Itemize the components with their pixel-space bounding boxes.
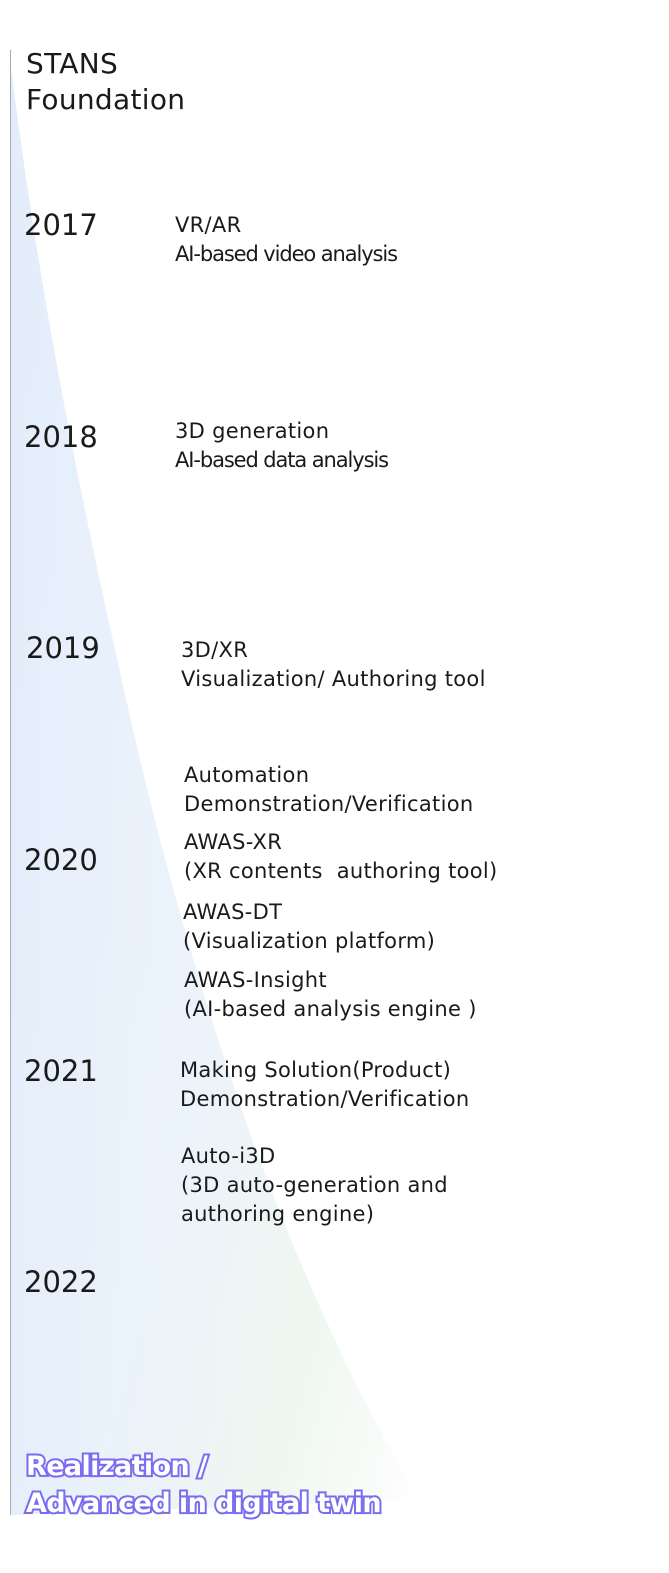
- milestone-detail: AI-based video analysis: [175, 242, 398, 266]
- year-2020: 2020: [24, 843, 98, 877]
- year-2022: 2022: [24, 1265, 98, 1299]
- milestone-detail: (AI-based analysis engine ): [184, 997, 477, 1021]
- milestone-heading: Making Solution(Product): [180, 1058, 452, 1082]
- milestone-heading: AWAS-DT: [183, 900, 283, 924]
- title-line-2: Foundation: [26, 83, 186, 116]
- milestone-detail: AI-based data analysis: [175, 448, 389, 472]
- title-line-1: STANS: [26, 47, 119, 80]
- year-2019: 2019: [26, 631, 100, 665]
- milestone-heading: 3D generation: [175, 419, 330, 443]
- milestone-3d-xr: 3D/XR Visualization/ Authoring tool: [181, 636, 486, 694]
- milestone-detail: Demonstration/Verification: [184, 792, 474, 816]
- footer-outline: Realization / Advanced in digital twin: [24, 1448, 384, 1522]
- milestone-detail: Demonstration/Verification: [180, 1087, 470, 1111]
- milestone-automation: Automation Demonstration/Verification: [184, 761, 473, 819]
- milestone-detail: Visualization/ Authoring tool: [181, 667, 486, 691]
- milestone-heading: 3D/XR: [181, 638, 249, 662]
- milestone-detail: (3D auto-generation and: [181, 1173, 448, 1197]
- milestone-3d-generation: 3D generation AI-based data analysis: [175, 417, 389, 475]
- year-2021: 2021: [24, 1054, 98, 1088]
- footer-outline-line-1: Realization /: [24, 1449, 210, 1484]
- milestone-heading: VR/AR: [175, 213, 242, 237]
- year-2018: 2018: [24, 420, 98, 454]
- page-title: STANS Foundation: [26, 46, 185, 118]
- milestone-detail: (XR contents authoring tool): [184, 859, 498, 883]
- milestone-making-solution: Making Solution(Product) Demonstration/V…: [180, 1056, 469, 1114]
- milestone-detail: (Visualization platform): [183, 929, 436, 953]
- milestone-detail: authoring engine): [181, 1202, 375, 1226]
- milestone-heading: Automation: [184, 763, 310, 787]
- footer-outline-line-2: Advanced in digital twin: [24, 1486, 384, 1521]
- milestone-awas-xr: AWAS-XR (XR contents authoring tool): [184, 828, 498, 886]
- milestone-auto-i3d: Auto-i3D (3D auto-generation and authori…: [181, 1142, 448, 1229]
- footer-tagline: Realization / Advanced in digital twin R…: [24, 1448, 384, 1522]
- timeline-axis: [10, 50, 11, 1515]
- milestone-heading: Auto-i3D: [181, 1144, 276, 1168]
- milestone-heading: AWAS-XR: [184, 830, 283, 854]
- year-2017: 2017: [24, 208, 98, 242]
- footer-line-1: Realization /: [26, 1451, 208, 1482]
- milestone-awas-insight: AWAS-Insight (AI-based analysis engine ): [184, 966, 477, 1024]
- milestone-heading: AWAS-Insight: [184, 968, 327, 992]
- milestone-vr-ar: VR/AR AI-based video analysis: [175, 211, 398, 269]
- footer-line-2: Advanced in digital twin: [26, 1488, 382, 1519]
- milestone-awas-dt: AWAS-DT (Visualization platform): [183, 898, 435, 956]
